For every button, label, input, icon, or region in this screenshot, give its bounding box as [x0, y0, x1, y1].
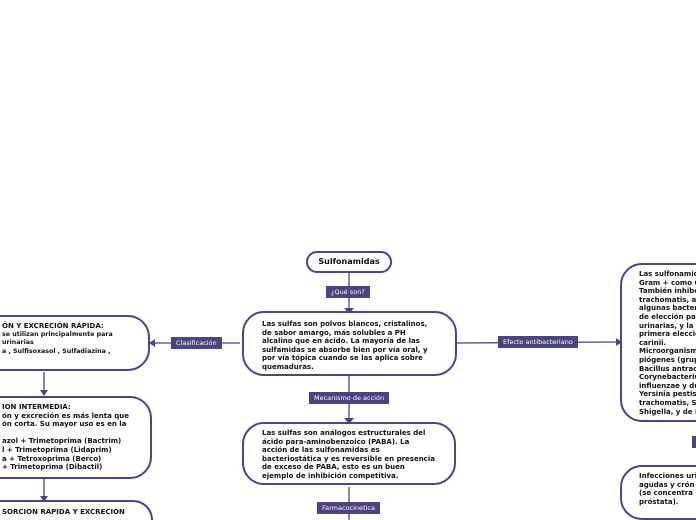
mecanismo-line: acción de las sulfonamidas es: [262, 446, 380, 455]
link-label-efecto-antibacteriano[interactable]: Efecto antibacteriano: [498, 336, 578, 348]
node-infecciones-urinarias[interactable]: Infecciones uri agudas y crón (se concen…: [620, 465, 696, 520]
mecanismo-line: bacteriostática y es reversible en prese…: [262, 454, 435, 463]
que-son-line: alcalino que en ácido. La mayoría de las: [262, 337, 420, 346]
infecciones-line: agudas y crón: [639, 480, 695, 489]
rapida-line: a , Sulfisoxasol , Sulfadiazina ,: [2, 347, 111, 355]
node-efecto-antibacteriano[interactable]: Las sulfonamid Gram + como G También inh…: [620, 263, 696, 422]
efecto-line: piógenes (grup: [639, 355, 696, 364]
que-son-line: por vía tópica cuando se las aplica sobr…: [262, 354, 423, 363]
intermedia-line: l + Trimetoprima (Lidaprim): [2, 445, 112, 454]
efecto-line: trachomatis, S: [639, 398, 696, 407]
node-excrecion-rapida[interactable]: ÓN Y EXCRECIÓN RÁPIDA: se utilizan princ…: [0, 315, 150, 371]
link-label-clasificacion[interactable]: Clasificación: [171, 337, 222, 349]
node-que-son[interactable]: Las sulfas son polvos blancos, cristalin…: [242, 311, 457, 376]
infecciones-line: Infecciones uri: [639, 472, 696, 480]
efecto-line: influenzae y du: [639, 381, 696, 390]
rapida-line: se utilizan principalmente para: [2, 330, 113, 338]
link-label-farmacocinetica[interactable]: Farmacocinetica: [317, 502, 380, 514]
efecto-line: Bacillus antrac: [639, 364, 696, 373]
efecto-line: urinarias, y la n: [639, 321, 696, 330]
efecto-line: primera elecció: [639, 330, 696, 339]
absorcion-line: SORCION RAPIDA Y EXCRECION: [2, 508, 125, 516]
link-label-mecanismo-de-accion[interactable]: Mecanismo de acción: [309, 392, 390, 404]
que-son-line: quemaduras.: [262, 362, 314, 371]
intermedia-line: ón y excreción es más lenta que: [2, 411, 129, 420]
infecciones-line: próstata).: [639, 497, 679, 506]
efecto-line: trachomatis, al: [639, 295, 696, 304]
que-son-line: sulfamidas se absorbe bien por vía oral,…: [262, 345, 428, 354]
partial-label-block: [692, 436, 696, 448]
mecanismo-line: Las sulfas son análogos estructurales de…: [262, 429, 426, 437]
intermedia-line: [2, 429, 146, 438]
link-label-que-son[interactable]: ¿Qué son?: [326, 286, 370, 298]
node-absorcion-rapida[interactable]: SORCION RAPIDA Y EXCRECION: [0, 500, 153, 520]
efecto-line: carinii.: [639, 338, 667, 347]
intermedia-line: azol + Trimetoprima (Bactrim): [2, 437, 122, 446]
intermedia-line: a + Tetroxoprima (Berco): [2, 454, 102, 463]
root-node-sulfonamidas[interactable]: Sulfonamidas: [306, 251, 392, 273]
efecto-line: Gram + como G: [639, 278, 696, 287]
intermedia-line: + Trimetoprima (Dibactil): [2, 463, 103, 472]
rapida-line: ÓN Y EXCRECIÓN RÁPIDA:: [2, 322, 104, 330]
efecto-line: Corynebacteriu: [639, 373, 696, 382]
intermedia-line: ION INTERMEDIA:: [2, 403, 71, 411]
node-mecanismo-de-accion[interactable]: Las sulfas son análogos estructurales de…: [242, 422, 456, 485]
efecto-line: Yersinia pestis: [639, 390, 696, 399]
intermedia-line: ón corta. Su mayor uso es en la: [2, 420, 127, 429]
infecciones-line: (se concentra: [639, 489, 693, 498]
rapida-line: urinarias: [2, 339, 34, 347]
efecto-line: Microorganism: [639, 347, 696, 356]
node-accion-intermedia[interactable]: ION INTERMEDIA: ón y excreción es más le…: [0, 396, 152, 479]
mecanismo-line: de exceso de PABA, esto es un buen: [262, 463, 405, 472]
efecto-line: Las sulfonamid: [639, 270, 696, 278]
mecanismo-line: ejemplo de inhibición competitiva.: [262, 471, 399, 480]
root-title: Sulfonamidas: [318, 257, 380, 266]
efecto-line: algunas bacter: [639, 304, 696, 313]
que-son-line: Las sulfas son polvos blancos, cristalin…: [262, 320, 428, 328]
efecto-line: También inhibe: [639, 287, 696, 296]
efecto-line: de elección par: [639, 312, 696, 321]
mecanismo-line: ácido para-aminobenzoico (PABA). La: [262, 437, 410, 446]
que-son-line: de sabor amargo, más solubles a PH: [262, 328, 406, 337]
efecto-line: Shigella, y de E: [639, 407, 696, 416]
